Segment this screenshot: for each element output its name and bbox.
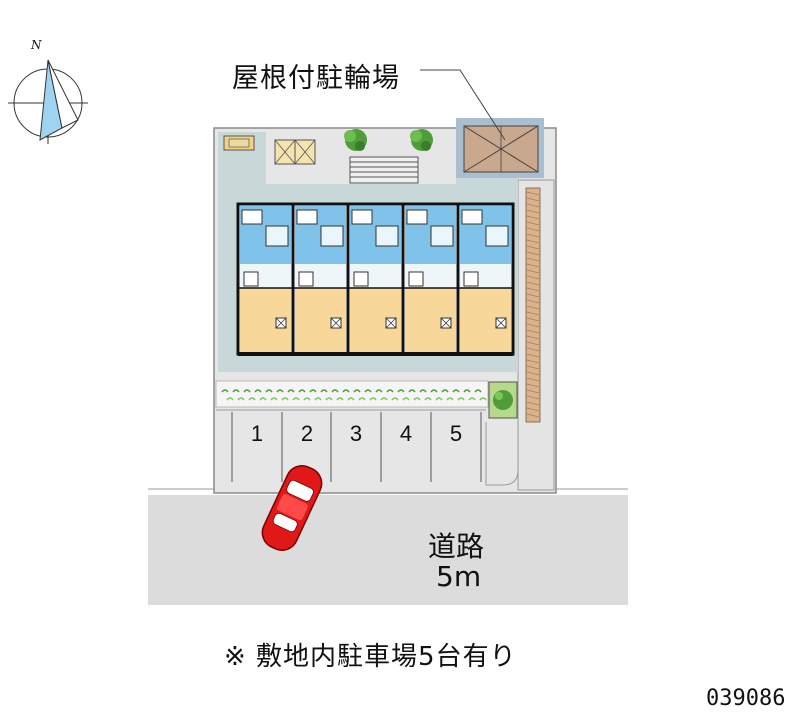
property-code: 039086: [706, 686, 786, 711]
parking-area: 1 2 3 4 5: [216, 409, 486, 482]
grass-marks: [221, 389, 487, 401]
car-icon: [261, 465, 323, 551]
parking-space-4: 4: [400, 421, 412, 446]
entrance-stairs: [349, 156, 419, 184]
roof-label-leader: [420, 69, 506, 141]
apartment-units: [236, 202, 515, 356]
parking-note: ※ 敷地内駐車場5台有り: [224, 642, 517, 672]
road-name-label: 道路: [428, 530, 485, 563]
parking-space-5: 5: [450, 421, 462, 446]
unit-3: [346, 202, 405, 356]
north-label: N: [31, 38, 42, 52]
grass-strip: [215, 380, 489, 408]
parking-space-2: 2: [301, 421, 313, 446]
unit-2: [291, 202, 350, 356]
road-width-label: 5m: [436, 560, 482, 593]
unit-4: [401, 202, 460, 356]
unit-1: [236, 202, 295, 356]
trash-boxes: [274, 139, 316, 165]
roof-bike-parking-label: 屋根付駐輪場: [232, 63, 400, 94]
road: [148, 495, 628, 605]
walkway-curve: [485, 422, 519, 486]
bike-shelter-icon: [456, 118, 544, 178]
planter-icon: [488, 381, 518, 419]
compass-icon: [8, 59, 88, 144]
parking-space-1: 1: [251, 421, 263, 446]
tree-icon: [344, 129, 367, 151]
parking-space-3: 3: [350, 421, 362, 446]
unit-5: [456, 202, 515, 356]
tree-icon: [410, 129, 433, 151]
